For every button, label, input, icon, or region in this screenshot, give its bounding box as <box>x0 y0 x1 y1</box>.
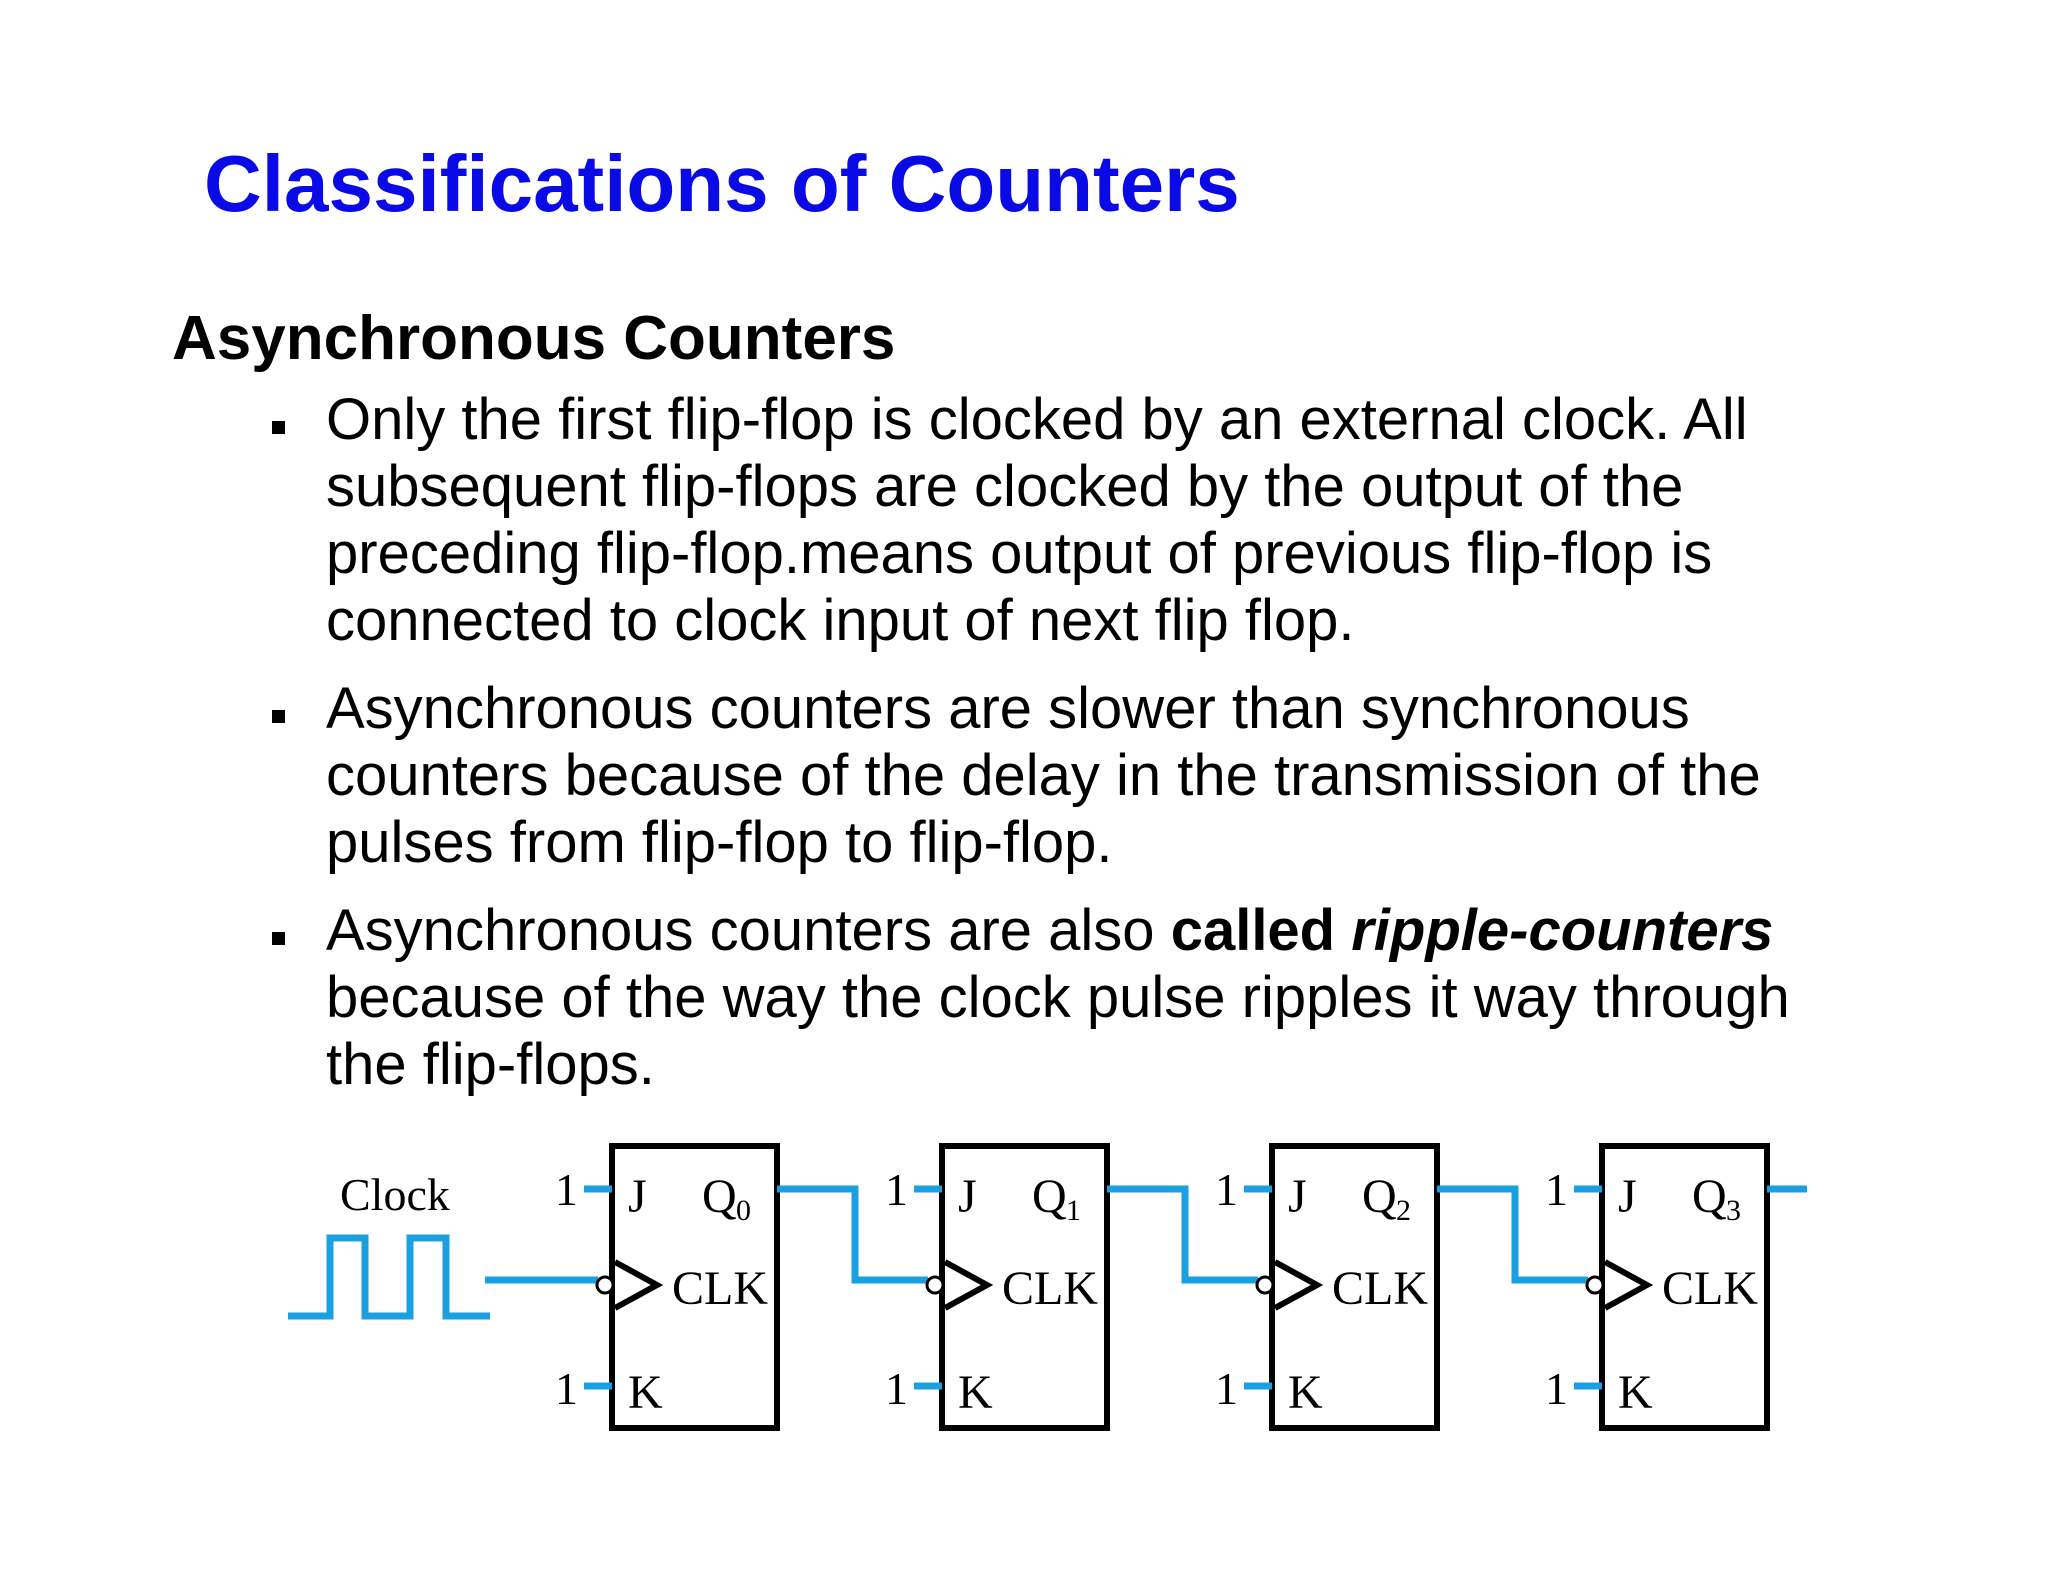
q-to-next-clock-wire <box>1107 1185 1258 1284</box>
bullet-text-bold: called <box>1170 898 1352 963</box>
j-label: J <box>1618 1170 1637 1223</box>
ripple-counters-term: ripple-counters <box>1351 898 1774 963</box>
inverting-bubble <box>925 1275 945 1295</box>
bullet-text-line: pulses from flip-flop to flip-flop. <box>326 810 1113 875</box>
k-input-value: 1 <box>1215 1363 1238 1414</box>
q-subscript: 3 <box>1726 1194 1741 1227</box>
clk-label: CLK <box>1662 1262 1758 1315</box>
j-input-value: 1 <box>885 1164 908 1215</box>
square-bullet-icon <box>272 932 285 945</box>
bullet-text-line: because of the way the clock pulse rippl… <box>326 965 1790 1030</box>
flip-flop-box <box>1269 1143 1440 1431</box>
flip-flop-box <box>1599 1143 1770 1431</box>
q-subscript: 2 <box>1396 1194 1411 1227</box>
square-bullet-icon <box>272 710 285 723</box>
bullet-item: Asynchronous counters are also called ri… <box>272 897 2012 1098</box>
k-label: K <box>958 1366 993 1419</box>
clock-edge-triangle <box>943 1259 994 1311</box>
q-to-next-clock-wire <box>1437 1185 1588 1284</box>
clk-label: CLK <box>1332 1262 1428 1315</box>
q-label: Q <box>1362 1170 1397 1223</box>
inverting-bubble <box>1255 1275 1275 1295</box>
j-input-value: 1 <box>1545 1164 1568 1215</box>
j-label: J <box>628 1170 647 1223</box>
clk-label: CLK <box>1002 1262 1098 1315</box>
clock-edge-triangle <box>1603 1259 1654 1311</box>
k-input-value: 1 <box>1545 1363 1568 1414</box>
bullet-text-line: counters because of the delay in the tra… <box>326 743 1761 808</box>
j-input-value: 1 <box>1215 1164 1238 1215</box>
k-label: K <box>628 1366 663 1419</box>
k-label: K <box>1618 1366 1653 1419</box>
slide-title: Classifications of Counters <box>204 139 1240 228</box>
q-label: Q <box>1032 1170 1067 1223</box>
j-input-value: 1 <box>555 1164 578 1215</box>
q-label: Q <box>1692 1170 1727 1223</box>
k-label: K <box>1288 1366 1323 1419</box>
clock-edge-triangle <box>1273 1259 1324 1311</box>
bullet-text-line: Asynchronous counters are also called ri… <box>326 897 2012 964</box>
q-label: Q <box>702 1170 737 1223</box>
clock-edge-triangle <box>613 1259 664 1311</box>
bullet-text-plain: Asynchronous counters are also <box>326 898 1171 963</box>
j-label: J <box>1288 1170 1307 1223</box>
inverting-bubble <box>1585 1275 1605 1295</box>
q-to-next-clock-wire <box>777 1185 928 1284</box>
k-input-value: 1 <box>885 1363 908 1414</box>
clock-waveform <box>288 1234 490 1320</box>
inverting-bubble <box>595 1275 615 1295</box>
section-heading: Asynchronous Counters <box>172 304 896 373</box>
bullet-item: Asynchronous counters are slower than sy… <box>272 675 2012 876</box>
q-subscript: 1 <box>1066 1194 1081 1227</box>
square-bullet-icon <box>272 421 285 434</box>
bullet-item: Only the first flip-flop is clocked by a… <box>272 386 2012 654</box>
clk-label: CLK <box>672 1262 768 1315</box>
bullet-text-line: preceding flip-flop.means output of prev… <box>326 521 1713 586</box>
bullet-text-line: Only the first flip-flop is clocked by a… <box>326 387 1748 452</box>
bullet-text-line: Asynchronous counters are slower than sy… <box>326 676 1690 741</box>
flip-flop-box <box>609 1143 780 1431</box>
bullet-text-line: connected to clock input of next flip fl… <box>326 588 1355 653</box>
bullet-text-line: the flip-flops. <box>326 1032 655 1097</box>
bullet-list: Only the first flip-flop is clocked by a… <box>272 386 2012 1119</box>
q-subscript: 0 <box>736 1194 751 1227</box>
k-input-value: 1 <box>555 1363 578 1414</box>
clock-label: Clock <box>340 1169 450 1220</box>
j-label: J <box>958 1170 977 1223</box>
bullet-text-line: subsequent flip-flops are clocked by the… <box>326 454 1684 519</box>
